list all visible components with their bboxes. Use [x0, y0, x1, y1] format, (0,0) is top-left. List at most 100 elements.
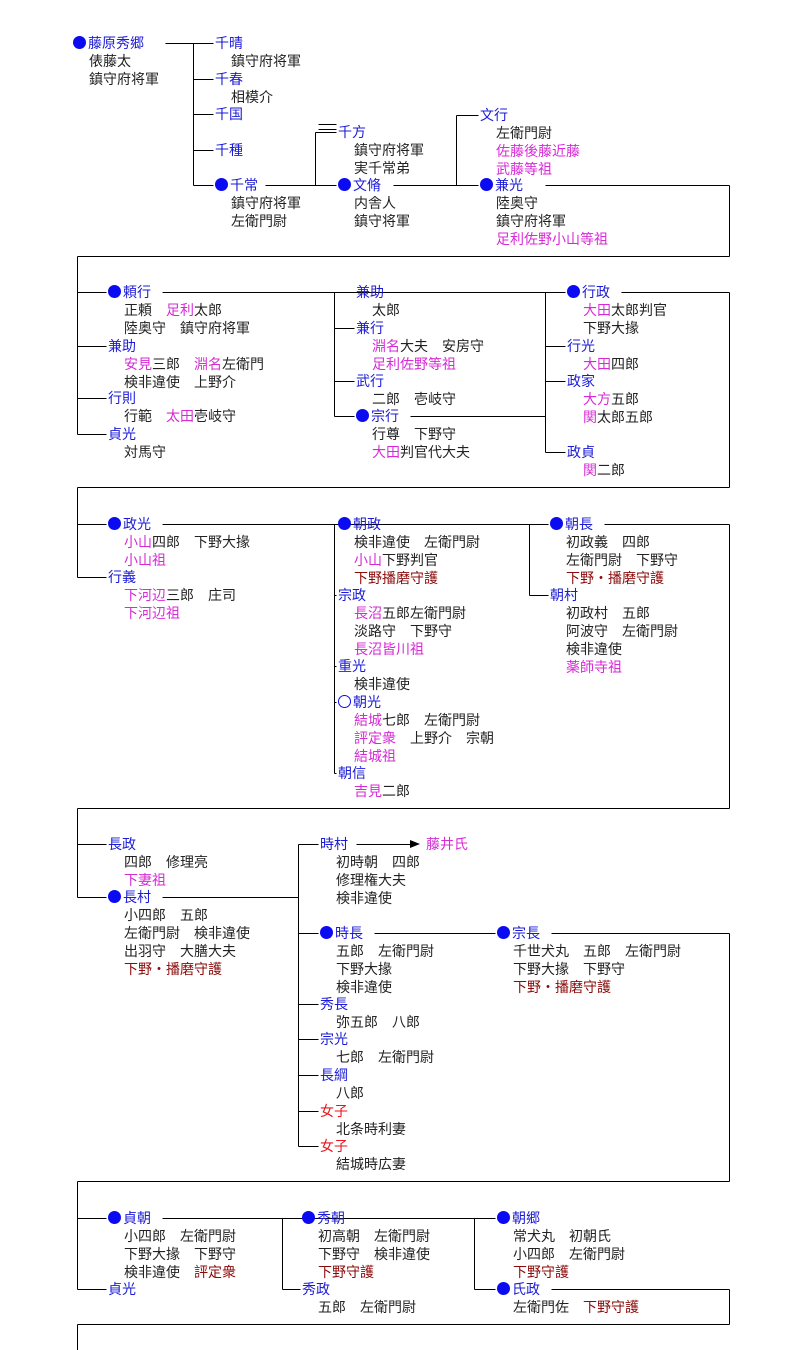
detail-text: 評定衆	[194, 1265, 236, 1281]
person-name: 秀政	[302, 1282, 330, 1298]
person-detail-line: 実千常弟	[338, 160, 424, 178]
person-detail-line: 大田四郎	[567, 356, 639, 374]
person-header: 時長	[320, 925, 434, 943]
person-name: 千常	[230, 178, 258, 194]
person-name: 貞光	[108, 1282, 136, 1298]
detail-text: 下野守 検非違使	[318, 1247, 430, 1263]
person-name: 朝信	[338, 766, 366, 782]
person-name: 女子	[320, 1139, 348, 1155]
person-detail-line: 大方五郎	[567, 391, 653, 409]
detail-text: 鎮守府将軍	[89, 72, 159, 88]
person-node-tomosato: 朝郷常犬丸 初朝氏小四郎 左衛門尉下野守護	[497, 1210, 625, 1282]
person-detail-line: 下野守護	[497, 1264, 625, 1282]
heir-dot-icon	[497, 926, 510, 939]
person-header: 政貞	[567, 444, 625, 462]
person-header: 朝長	[550, 516, 678, 534]
detail-text: 三郎	[152, 357, 194, 373]
detail-text: 長沼皆川祖	[354, 642, 424, 658]
person-name: 藤原秀郷	[88, 36, 144, 52]
heir-dot-icon	[302, 1211, 315, 1224]
person-node-chitsune: 千常鎮守府将軍左衛門尉	[215, 177, 301, 231]
person-header: 行光	[567, 338, 639, 356]
detail-text: 正頼	[124, 303, 166, 319]
detail-text: 七郎 左衛門尉	[336, 1050, 434, 1066]
person-node-takeyuki: 武行二郎 壱岐守	[356, 373, 456, 409]
detail-text: 俵藤太	[89, 54, 131, 70]
person-header: 宗光	[320, 1031, 434, 1049]
person-header: 貞光	[108, 1281, 136, 1299]
person-node-chikata: 千方鎮守府将軍実千常弟	[338, 124, 424, 178]
detail-text: 左衛門尉	[496, 126, 552, 142]
person-name: 時村	[320, 837, 348, 853]
person-detail-line: 下妻祖	[108, 872, 208, 890]
person-header: 兼行	[356, 320, 484, 338]
person-header: 氏政	[497, 1281, 639, 1299]
detail-text: 足利佐野等祖	[372, 357, 456, 373]
person-detail-line: 鎮守将軍	[338, 213, 410, 231]
person-node-hidenaga: 秀長弥五郎 八郎	[320, 996, 420, 1032]
person-name: 政光	[123, 517, 151, 533]
detail-text: 五郎左衛門尉	[382, 606, 466, 622]
person-detail-line: 足利佐野小山等祖	[480, 231, 608, 249]
person-node-masaie: 政家大方五郎関太郎五郎	[567, 373, 653, 427]
person-header: 千晴	[215, 35, 301, 53]
person-name: 兼行	[356, 321, 384, 337]
person-detail-line: 足利佐野等祖	[356, 356, 484, 374]
detail-text: 下野大掾 下野守	[124, 1247, 236, 1263]
person-detail-line: 鎮守府将軍	[215, 53, 301, 71]
detail-text: 陸奥守 鎮守府将軍	[124, 321, 250, 337]
person-name: 行政	[582, 285, 610, 301]
detail-text: 四郎 下野大掾	[152, 535, 250, 551]
detail-text: 結城時広妻	[336, 1157, 406, 1173]
person-node-chikuni: 千国	[215, 106, 243, 124]
person-header: 政家	[567, 373, 653, 391]
person-detail-line: 八郎	[320, 1085, 364, 1103]
person-node-yukimitsu: 行光大田四郎	[567, 338, 639, 374]
person-detail-line: 検非違使	[550, 641, 678, 659]
detail-text: 太郎五郎	[597, 410, 653, 426]
person-detail-line: 阿波守 左衛門尉	[550, 623, 678, 641]
person-detail-line: 淵名大夫 安房守	[356, 338, 484, 356]
person-node-chitane: 千種	[215, 142, 243, 160]
person-node-fumiyasu: 文脩内舎人鎮守将軍	[338, 177, 410, 231]
person-detail-line: 関太郎五郎	[567, 409, 653, 427]
person-name: 行義	[108, 570, 136, 586]
person-detail-line: 結城七郎 左衛門尉	[338, 712, 494, 730]
person-detail-line: 下野・播磨守護	[550, 570, 678, 588]
person-header: 宗政	[338, 587, 466, 605]
person-header: 長村	[108, 889, 250, 907]
person-name: 頼行	[123, 285, 151, 301]
person-header: 重光	[338, 658, 410, 676]
person-name: 朝長	[565, 517, 593, 533]
person-detail-line: 安見三郎 淵名左衛門	[108, 356, 264, 374]
detail-text: 七郎 左衛門尉	[382, 713, 480, 729]
person-name: 兼助	[356, 285, 384, 301]
detail-text: 下妻祖	[124, 873, 166, 889]
detail-text: 検非違使	[354, 677, 410, 693]
person-detail-line: 下野守 検非違使	[302, 1246, 430, 1264]
detail-text: 下野大掾	[583, 321, 639, 337]
person-name: 貞朝	[123, 1211, 151, 1227]
person-header: 宗行	[356, 408, 470, 426]
detail-text: 評定衆	[354, 731, 396, 747]
person-header: 時村	[320, 836, 420, 854]
detail-text: 下野播磨守護	[354, 571, 438, 587]
person-node-yukinori: 行則行範 太田壱岐守	[108, 390, 236, 426]
detail-text: 関	[583, 410, 597, 426]
person-name: 千種	[215, 143, 243, 159]
detail-text: 下野・播磨守護	[513, 980, 611, 996]
person-name: 政貞	[567, 445, 595, 461]
person-name: 朝郷	[512, 1211, 540, 1227]
heir-dot-icon	[356, 409, 369, 422]
heir-dot-icon	[108, 1211, 121, 1224]
person-name: 朝光	[353, 695, 381, 711]
person-detail-line: 行尊 下野守	[356, 426, 470, 444]
person-header: 武行	[356, 373, 456, 391]
person-name: 文行	[480, 108, 508, 124]
detail-text: 小山祖	[124, 553, 166, 569]
detail-text: 大田	[583, 357, 611, 373]
person-name: 千春	[215, 72, 243, 88]
person-detail-line: 対馬守	[108, 444, 166, 462]
